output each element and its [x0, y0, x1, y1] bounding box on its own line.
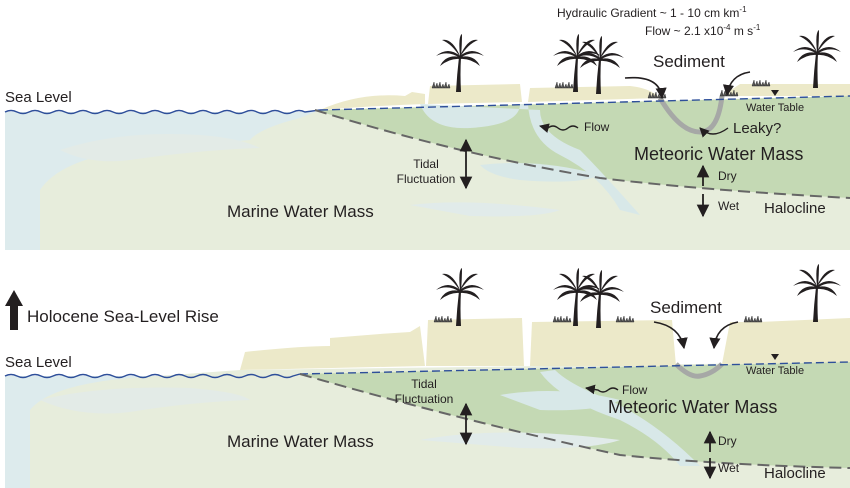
marine-water-mass-label: Marine Water Mass	[227, 432, 374, 451]
triangle-marker-icon	[771, 354, 779, 360]
grass-tuft-icon	[615, 315, 635, 323]
meteoric-water-mass-label: Meteoric Water Mass	[634, 144, 804, 164]
hydraulic-gradient-exponent: -1	[739, 5, 747, 14]
grass-tuft-icon	[751, 79, 771, 87]
cave-marine-2	[500, 391, 620, 411]
palm-tree-icon	[436, 268, 484, 326]
cave-marine-3	[410, 202, 560, 217]
water-table-line	[319, 95, 850, 111]
water-table-line	[299, 361, 850, 375]
flow-rate-unit-exponent: -1	[753, 23, 761, 32]
halocline-line	[314, 109, 850, 199]
land-island-2	[530, 320, 676, 366]
flow-arrow-icon	[539, 123, 579, 133]
bottom-panel	[4, 264, 850, 488]
flow-arrow-icon	[585, 384, 619, 395]
flow-label: Flow	[584, 120, 610, 134]
land-island-3	[722, 84, 850, 96]
sea-surface-line	[4, 373, 301, 379]
sediment-label: Sediment	[650, 298, 722, 317]
flow-label: Flow	[622, 383, 648, 397]
sediment-trough	[674, 362, 724, 379]
up-arrow-icon	[5, 290, 23, 330]
curved-arrow-icon	[653, 321, 688, 350]
palm-tree-icon	[793, 30, 841, 88]
water-table-label: Water Table	[746, 102, 805, 114]
halocline-label: Halocline	[764, 200, 826, 217]
meteoric-water-mass-label: Meteoric Water Mass	[608, 397, 778, 417]
sea-surface-line	[4, 109, 321, 115]
flow-rate-prefix: Flow ~ 2.1 x10	[645, 24, 724, 38]
tidal-line-2: Fluctuation	[396, 172, 456, 186]
land-island-2	[528, 86, 660, 102]
leaky-label: Leaky?	[733, 120, 782, 137]
wet-label: Wet	[718, 461, 740, 475]
water-table-label: Water Table	[746, 365, 805, 377]
land-island-1	[426, 318, 524, 366]
halocline-line	[299, 373, 850, 469]
land-left	[320, 92, 425, 110]
grass-tuft-icon	[431, 81, 451, 89]
curved-arrow-icon	[624, 76, 667, 100]
cave-marine-2	[480, 162, 600, 182]
flow-rate-label: Flow ~ 2.1 x10-4 m s-1	[645, 23, 761, 38]
sea-level-label: Sea Level	[5, 89, 72, 106]
tidal-line-1: Tidal	[411, 377, 437, 391]
flow-rate-exponent: -4	[723, 23, 731, 32]
triangle-marker-icon	[771, 90, 779, 96]
grass-tuft-icon	[552, 315, 572, 323]
palm-tree-icon	[436, 34, 484, 92]
wet-label: Wet	[718, 199, 740, 213]
land-island-3	[722, 318, 850, 364]
tidal-line-1: Tidal	[413, 157, 439, 171]
curved-arrow-icon	[722, 71, 751, 97]
palm-tree-icon	[553, 268, 601, 326]
dry-label: Dry	[718, 169, 737, 183]
tidal-fluctuation-label: Tidal Fluctuation	[390, 158, 462, 185]
hydraulic-gradient-label: Hydraulic Gradient ~ 1 - 10 cm km-1	[557, 5, 747, 20]
tidal-fluctuation-label: Tidal Fluctuation	[388, 378, 460, 405]
cave-marine-1	[60, 134, 260, 162]
palm-tree-icon	[576, 36, 624, 94]
land-left	[240, 326, 425, 370]
curved-arrow-icon	[709, 321, 739, 350]
palm-tree-icon	[793, 264, 841, 322]
holocene-sea-level-rise-label: Holocene Sea-Level Rise	[27, 307, 219, 326]
cave-marine-1	[40, 387, 250, 414]
land-island-1	[428, 84, 522, 104]
grass-tuft-icon	[433, 315, 453, 323]
marine-water-mass-label: Marine Water Mass	[227, 202, 374, 221]
flow-rate-unit: m s	[733, 24, 754, 38]
cave-conduit	[420, 104, 640, 215]
leaky-arrow-icon	[699, 127, 729, 138]
dry-label: Dry	[718, 434, 737, 448]
grass-tuft-icon	[743, 315, 763, 323]
sea-level-label: Sea Level	[5, 354, 72, 371]
sediment-label: Sediment	[653, 52, 725, 71]
grass-tuft-icon	[554, 81, 574, 89]
tidal-line-2: Fluctuation	[394, 392, 454, 406]
hydraulic-gradient-text: Hydraulic Gradient ~ 1 - 10 cm km	[557, 6, 740, 20]
halocline-label: Halocline	[764, 465, 826, 482]
top-panel	[4, 30, 850, 250]
